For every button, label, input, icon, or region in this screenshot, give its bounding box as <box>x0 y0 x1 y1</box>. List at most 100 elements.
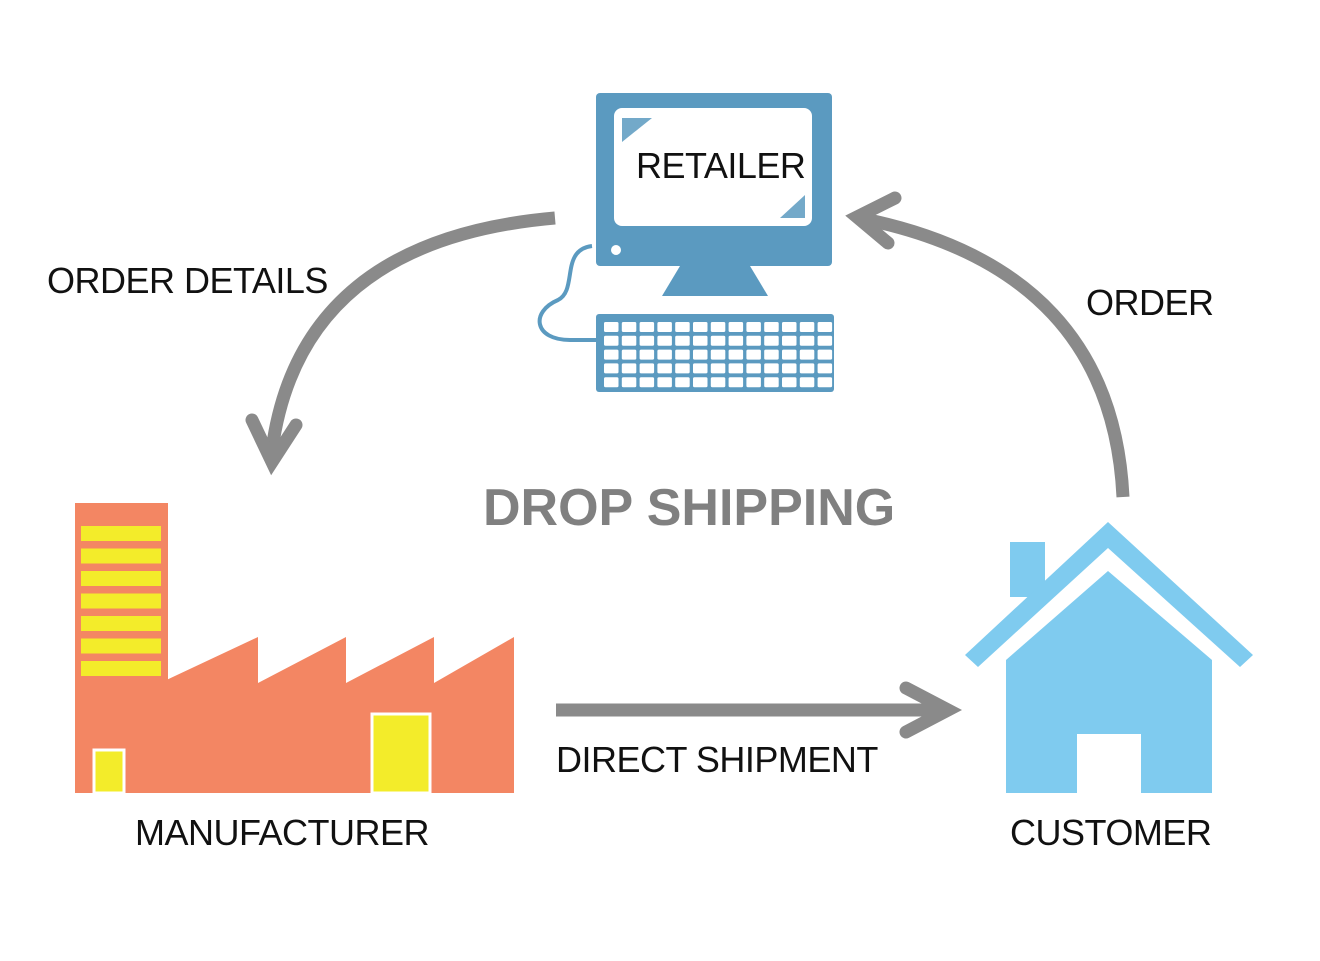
computer-power-light <box>611 245 621 255</box>
keyboard-key <box>746 363 761 374</box>
keyboard-key <box>604 377 619 388</box>
factory-large-door <box>370 712 432 795</box>
direct-shipment-label: DIRECT SHIPMENT <box>556 739 878 780</box>
keyboard-key <box>710 335 726 346</box>
house-roof <box>965 522 1253 667</box>
arrow-order-line <box>862 212 1130 498</box>
keyboard-key <box>799 349 815 360</box>
keyboard-key <box>782 335 797 346</box>
keyboard-key <box>621 377 637 388</box>
factory-windows <box>81 526 161 676</box>
keyboard-key <box>746 377 761 388</box>
keyboard-key <box>621 322 637 332</box>
keyboard-key <box>710 363 726 374</box>
arrow-order <box>845 191 1130 498</box>
keyboard-key <box>799 335 815 346</box>
arrow-order-details <box>245 211 556 476</box>
factory-window <box>81 526 161 541</box>
keyboard-key <box>693 377 708 388</box>
keyboard-key <box>764 377 779 388</box>
keyboard-key <box>710 349 726 360</box>
factory-window <box>81 638 161 654</box>
keyboard-key <box>782 322 797 332</box>
keyboard-key <box>604 349 619 360</box>
keyboard-key <box>621 363 637 374</box>
keyboard-key <box>675 377 690 388</box>
screen-shine-bottom-right <box>780 195 805 218</box>
factory-small-door <box>92 748 126 795</box>
retailer-label: RETAILER <box>636 145 806 186</box>
keyboard-key <box>639 349 655 360</box>
keyboard-key <box>728 349 744 360</box>
keyboard-key <box>728 322 744 332</box>
factory-body <box>160 637 514 793</box>
keyboard-key <box>657 349 672 360</box>
keyboard-key <box>746 349 761 360</box>
screen-shine-top-left <box>622 118 652 142</box>
keyboard-key <box>675 363 690 374</box>
house-door <box>1077 734 1141 793</box>
customer-label: CUSTOMER <box>1010 812 1212 853</box>
keyboard-key <box>817 335 833 346</box>
keyboard-key <box>710 322 726 332</box>
keyboard-key <box>728 377 744 388</box>
keyboard-key <box>639 322 655 332</box>
arrow-order-details-line <box>265 211 556 451</box>
keyboard-key <box>782 377 797 388</box>
order-details-label: ORDER DETAILS <box>47 260 328 301</box>
keyboard-key <box>764 335 779 346</box>
arrow-direct-shipment-head <box>899 681 963 739</box>
house-walls <box>1006 571 1212 793</box>
keyboard-key <box>657 322 672 332</box>
computer-cable <box>537 244 598 342</box>
keyboard-key <box>693 322 708 332</box>
keyboard-key <box>657 377 672 388</box>
factory-window <box>81 548 161 564</box>
keyboard-key <box>621 349 637 360</box>
keyboard-key <box>675 349 690 360</box>
keyboard-key <box>817 377 833 388</box>
keyboard-key <box>604 322 619 332</box>
diagram-title: DROP SHIPPING <box>483 479 896 537</box>
keyboard-key <box>693 349 708 360</box>
keyboard-key <box>693 363 708 374</box>
keyboard-key <box>693 335 708 346</box>
keyboard-key <box>728 335 744 346</box>
keyboard-key <box>675 335 690 346</box>
keyboard-key <box>817 322 833 332</box>
keyboard-key <box>728 363 744 374</box>
arrow-order-head <box>845 191 902 250</box>
factory-window <box>81 661 161 676</box>
keyboard-key <box>799 377 815 388</box>
arrow-direct-shipment <box>556 681 963 739</box>
computer-icon <box>537 93 834 392</box>
keyboard-key <box>639 377 655 388</box>
keyboard-key <box>782 363 797 374</box>
keyboard-key <box>604 363 619 374</box>
keyboard-key <box>710 377 726 388</box>
factory-window <box>81 593 161 609</box>
keyboard-key <box>657 335 672 346</box>
house-icon <box>965 522 1253 793</box>
keyboard-key <box>604 335 619 346</box>
keyboard-key <box>817 363 833 374</box>
keyboard-key <box>657 363 672 374</box>
manufacturer-label: MANUFACTURER <box>135 812 430 853</box>
keyboard-key <box>621 335 637 346</box>
keyboard-key <box>817 349 833 360</box>
keyboard-key <box>782 349 797 360</box>
keyboard-key <box>799 363 815 374</box>
computer-screen <box>614 108 812 226</box>
keyboard-key <box>746 335 761 346</box>
arrow-order-details-head <box>245 413 303 476</box>
keyboard-key <box>639 335 655 346</box>
computer-stand <box>662 266 768 296</box>
keyboard-key <box>764 363 779 374</box>
keyboard-key <box>764 349 779 360</box>
keyboard-key <box>764 322 779 332</box>
factory-icon <box>75 503 514 795</box>
keyboard-key <box>675 322 690 332</box>
factory-window <box>81 616 161 631</box>
